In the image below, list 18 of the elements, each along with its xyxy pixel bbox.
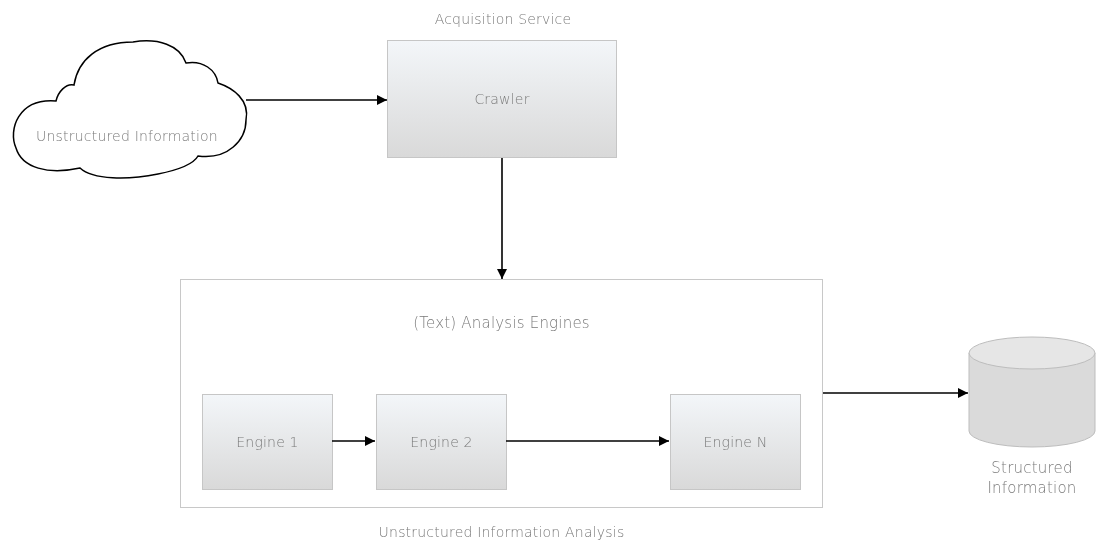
arrow	[497, 157, 507, 280]
cylinder-caption: Structured Information	[986, 458, 1078, 498]
box-label: Engine N	[702, 434, 769, 450]
box-label: Engine 2	[409, 434, 474, 450]
box-label: Engine 1	[235, 434, 300, 450]
process-box	[202, 394, 333, 490]
arrow	[822, 388, 969, 398]
arrow	[245, 95, 388, 105]
box-label: Crawler	[473, 91, 531, 107]
cloud-label: Unstructured Information	[35, 128, 219, 144]
process-box	[376, 394, 507, 490]
box-heading: Acquisition Service	[433, 11, 573, 27]
arrow	[331, 436, 376, 446]
container-caption: Unstructured Information Analysis	[377, 524, 626, 540]
process-box	[670, 394, 801, 490]
arrow	[505, 436, 670, 446]
database-cylinder	[968, 336, 1096, 448]
container-heading: (Text) Analysis Engines	[412, 314, 591, 332]
